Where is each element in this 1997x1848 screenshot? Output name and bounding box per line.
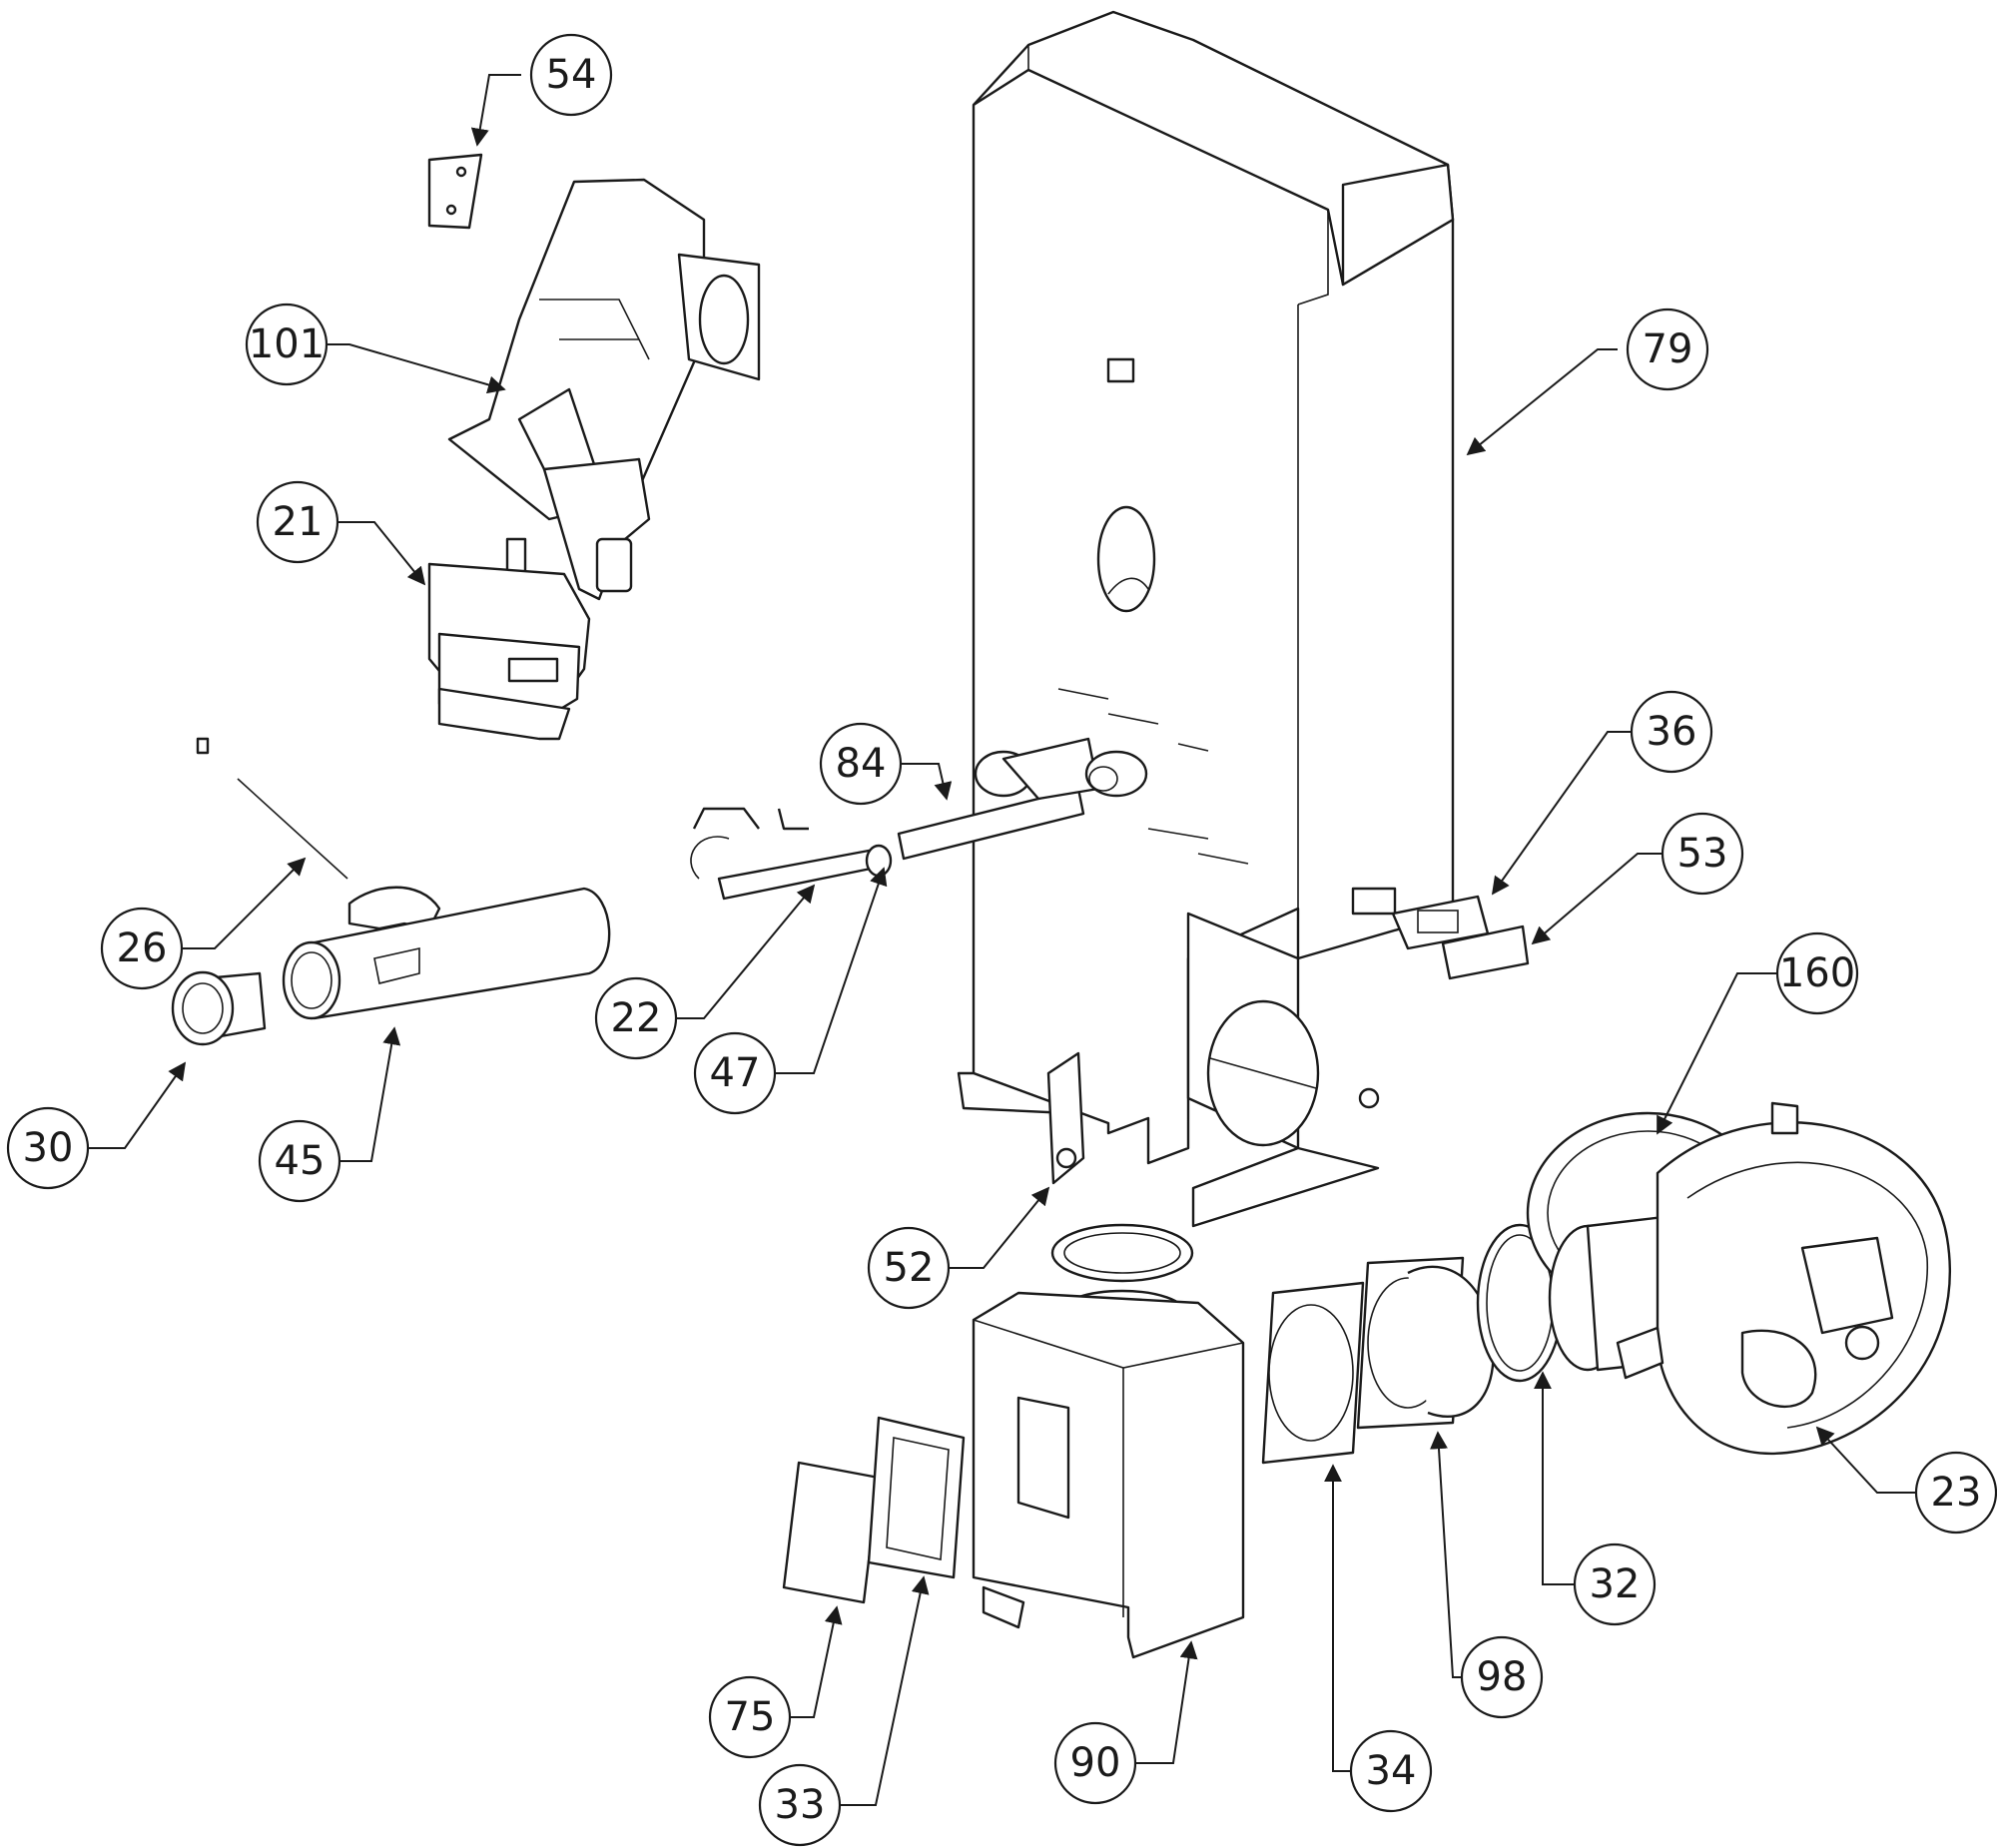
callout-label: 47 <box>710 1050 761 1096</box>
callout-34: 34 <box>1349 1729 1433 1813</box>
rod-22-47-84 <box>690 737 1148 901</box>
callout-label: 36 <box>1647 709 1697 755</box>
callout-label: 98 <box>1477 1654 1528 1700</box>
callout-label: 53 <box>1677 831 1728 877</box>
callout-101: 101 <box>245 303 329 386</box>
plates-75-33 <box>782 1416 966 1604</box>
callout-label: 84 <box>836 741 887 787</box>
callout-label: 54 <box>546 52 597 98</box>
cabinet-housing <box>957 10 1455 1228</box>
callout-label: 101 <box>249 321 325 367</box>
callout-label: 21 <box>273 499 324 545</box>
callout-label: 45 <box>275 1138 326 1184</box>
callout-79: 79 <box>1626 308 1709 391</box>
collector-box-90 <box>972 1223 1245 1659</box>
callout-32: 32 <box>1573 1542 1657 1626</box>
callout-47: 47 <box>693 1031 777 1115</box>
callout-30: 30 <box>6 1106 90 1190</box>
callout-label: 33 <box>775 1782 826 1828</box>
electrode-26 <box>196 737 441 930</box>
callout-21: 21 <box>256 480 339 564</box>
callout-75: 75 <box>708 1675 792 1759</box>
motor-21 <box>427 537 591 741</box>
callout-label: 79 <box>1643 326 1693 372</box>
callout-52: 52 <box>867 1226 951 1310</box>
blower-23-160 <box>1526 1101 1951 1456</box>
callout-54: 54 <box>529 33 613 117</box>
callout-23: 23 <box>1914 1451 1997 1535</box>
clip-54 <box>427 153 483 230</box>
callout-160: 160 <box>1775 931 1859 1015</box>
callout-label: 30 <box>23 1125 74 1171</box>
callout-22: 22 <box>594 976 678 1060</box>
nozzle-30 <box>171 970 267 1046</box>
callout-label: 32 <box>1590 1561 1641 1607</box>
part-101-assembly <box>447 178 761 601</box>
bracket-52 <box>1046 1051 1085 1185</box>
callout-33: 33 <box>758 1763 842 1847</box>
callout-84: 84 <box>819 722 903 806</box>
callout-label: 52 <box>884 1245 935 1291</box>
callout-label: 90 <box>1070 1740 1121 1786</box>
callout-98: 98 <box>1460 1635 1544 1719</box>
plates-36-53 <box>1391 895 1530 980</box>
callout-label: 75 <box>725 1694 776 1740</box>
callout-label: 160 <box>1779 950 1855 996</box>
callout-label: 34 <box>1366 1748 1417 1794</box>
flanges-34-98-32 <box>1261 1223 1564 1465</box>
callout-53: 53 <box>1661 812 1744 896</box>
callout-36: 36 <box>1630 690 1713 774</box>
callout-label: 26 <box>117 925 168 971</box>
burner-tube-45 <box>282 887 611 1020</box>
callout-26: 26 <box>100 907 184 990</box>
callout-label: 22 <box>611 995 662 1041</box>
callout-45: 45 <box>258 1119 341 1203</box>
callout-90: 90 <box>1053 1721 1137 1805</box>
callout-label: 23 <box>1931 1470 1982 1516</box>
